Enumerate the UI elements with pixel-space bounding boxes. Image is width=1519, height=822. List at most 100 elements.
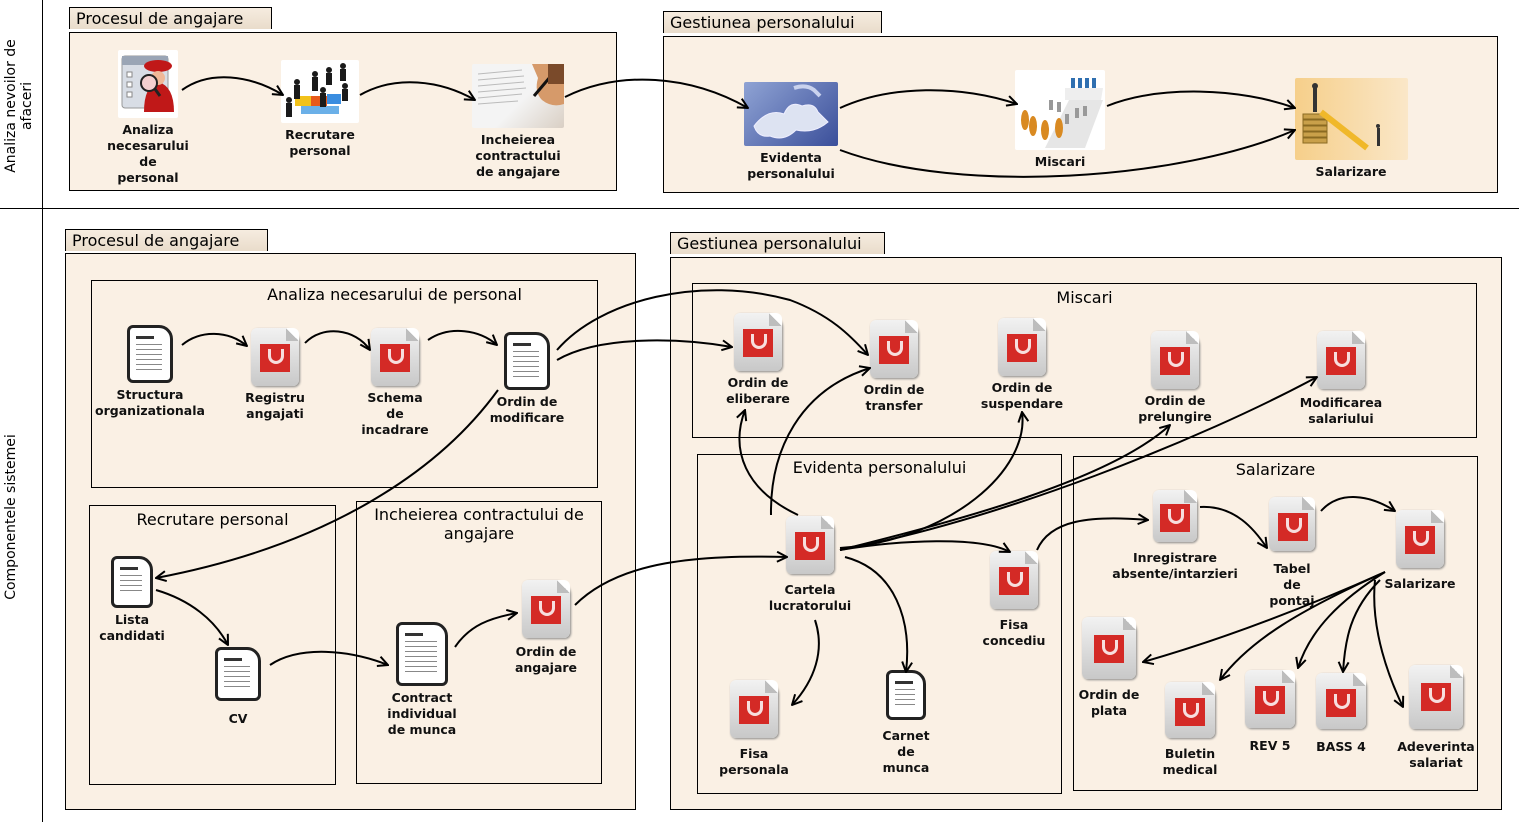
node-payroll-calc[interactable]: Salarizare	[1380, 510, 1460, 592]
node-label: Ordin de transfer	[863, 382, 925, 413]
document-icon	[886, 670, 926, 720]
node-leave-sheet[interactable]: Fisa concediu	[974, 551, 1054, 649]
package-tab-components-management: Gestiunea personalului	[670, 232, 885, 254]
node-transfer-order[interactable]: Ordin de transfer	[854, 320, 934, 414]
node-label: Incheierea contractului de angajare	[475, 132, 561, 179]
subpackage-title: Salarizare	[1235, 460, 1316, 479]
node-label: REV 5	[1249, 738, 1291, 753]
people-movement-icon	[1015, 70, 1105, 150]
node-label: Carnet de munca	[882, 728, 930, 775]
app-file-icon	[870, 320, 918, 378]
lane-label-system-components: Componentele sistemei	[3, 434, 19, 600]
node-label: Ordin de prelungire	[1138, 393, 1212, 424]
node-payroll[interactable]: Salarizare	[1294, 78, 1408, 180]
node-personal-sheet[interactable]: Fisa personala	[714, 680, 794, 778]
lane-label-business-needs: Analiza nevoilor de afaceri	[3, 39, 35, 173]
puzzle-icon	[744, 82, 838, 146]
node-work-book[interactable]: Carnet de munca	[866, 670, 946, 776]
app-file-icon	[371, 328, 419, 386]
node-needs-analysis[interactable]: Analiza necesarului de personal	[98, 50, 198, 186]
node-label: Miscari	[1034, 154, 1086, 169]
lane-divider-vertical	[42, 0, 43, 822]
node-bass4[interactable]: BASS 4	[1311, 673, 1371, 755]
app-file-icon	[734, 313, 782, 371]
node-employee-certificate[interactable]: Adeverinta salariat	[1396, 665, 1476, 771]
node-label: Salarizare	[1315, 164, 1387, 179]
app-file-icon	[1165, 682, 1215, 738]
subpackage-title: Analiza necesarului de personal	[267, 285, 522, 304]
node-medical-certificate[interactable]: Buletin medical	[1155, 682, 1225, 778]
package-tab-business-hiring: Procesul de angajare	[69, 7, 272, 29]
document-icon	[111, 556, 153, 608]
node-worker-card[interactable]: Cartela lucratorului	[760, 516, 860, 614]
node-contract-signing[interactable]: Incheierea contractului de angajare	[468, 64, 568, 180]
document-icon	[396, 622, 448, 686]
app-file-icon	[998, 318, 1046, 376]
node-label: Cartela lucratorului	[768, 582, 852, 613]
node-extension-order[interactable]: Ordin de prelungire	[1125, 331, 1225, 425]
node-label: Fisa personala	[719, 746, 789, 777]
node-label: BASS 4	[1316, 739, 1366, 754]
node-movements[interactable]: Miscari	[1010, 70, 1110, 170]
app-file-icon	[1245, 670, 1295, 728]
package-tab-business-management: Gestiunea personalului	[663, 11, 882, 33]
node-employee-register[interactable]: Registru angajati	[235, 328, 315, 422]
lane-divider-horizontal	[0, 208, 1519, 209]
node-staffing-scheme[interactable]: Schema de incadrare	[355, 328, 435, 438]
app-file-icon	[1153, 490, 1197, 542]
signing-contract-icon	[472, 64, 564, 128]
people-puzzle-icon	[281, 60, 359, 123]
node-label: Evidenta personalului	[747, 150, 835, 181]
node-cv[interactable]: CV	[198, 647, 278, 727]
node-modification-order[interactable]: Ordin de modificare	[482, 332, 572, 426]
node-label: CV	[228, 711, 248, 726]
node-org-structure[interactable]: Structura organizationala	[90, 325, 210, 419]
node-personnel-records[interactable]: Evidenta personalului	[741, 82, 841, 182]
node-label: Salarizare	[1384, 576, 1456, 591]
node-label: Fisa concediu	[982, 617, 1046, 648]
app-file-icon	[1409, 665, 1463, 729]
node-label: Buletin medical	[1162, 746, 1218, 777]
node-payment-order[interactable]: Ordin de plata	[1074, 617, 1144, 719]
node-suspension-order[interactable]: Ordin de suspendare	[972, 318, 1072, 412]
app-file-icon	[1151, 331, 1199, 389]
node-candidate-list[interactable]: Lista candidati	[92, 556, 172, 644]
node-label: Modificarea salariului	[1299, 395, 1383, 426]
node-label: Analiza necesarului de personal	[107, 122, 189, 185]
node-label: Ordin de angajare	[514, 644, 578, 675]
app-file-icon	[1316, 673, 1366, 729]
app-file-icon	[251, 328, 299, 386]
node-label: Inregistrare absente/intarzieri	[1112, 550, 1238, 581]
subpackage-title: Miscari	[1056, 288, 1113, 307]
node-rev5[interactable]: REV 5	[1240, 670, 1300, 754]
app-file-icon	[990, 551, 1038, 609]
subpackage-title: Evidenta personalului	[792, 458, 967, 477]
app-file-icon	[1396, 510, 1444, 568]
node-label: Recrutare personal	[285, 127, 355, 158]
coins-ladder-icon	[1294, 78, 1408, 160]
app-file-icon	[786, 516, 834, 574]
node-hiring-order[interactable]: Ordin de angajare	[506, 580, 586, 676]
node-label: Tabel de pontaj	[1269, 561, 1315, 608]
app-file-icon	[730, 680, 778, 738]
app-file-icon	[1082, 617, 1136, 679]
node-release-order[interactable]: Ordin de eliberare	[718, 313, 798, 407]
subpackage-recruitment: Recrutare personal	[89, 505, 336, 785]
document-icon	[504, 332, 550, 390]
subpackage-title: Recrutare personal	[136, 510, 289, 529]
app-file-icon	[522, 580, 570, 638]
app-file-icon	[1317, 331, 1365, 389]
node-label: Lista candidati	[99, 612, 165, 643]
node-employment-contract[interactable]: Contract individual de munca	[380, 622, 464, 738]
node-absence-registration[interactable]: Inregistrare absente/intarzieri	[1105, 490, 1245, 582]
node-label: Schema de incadrare	[361, 390, 429, 437]
node-recruitment[interactable]: Recrutare personal	[270, 60, 370, 159]
node-label: Ordin de suspendare	[980, 380, 1064, 411]
node-timesheet[interactable]: Tabel de pontaj	[1262, 497, 1322, 609]
app-file-icon	[1269, 497, 1315, 551]
node-label: Contract individual de munca	[387, 690, 457, 737]
node-salary-change[interactable]: Modificarea salariului	[1291, 331, 1391, 427]
node-label: Registru angajati	[245, 390, 305, 421]
detective-checklist-icon	[118, 50, 178, 118]
subpackage-title: Incheierea contractului de angajare	[374, 505, 584, 543]
